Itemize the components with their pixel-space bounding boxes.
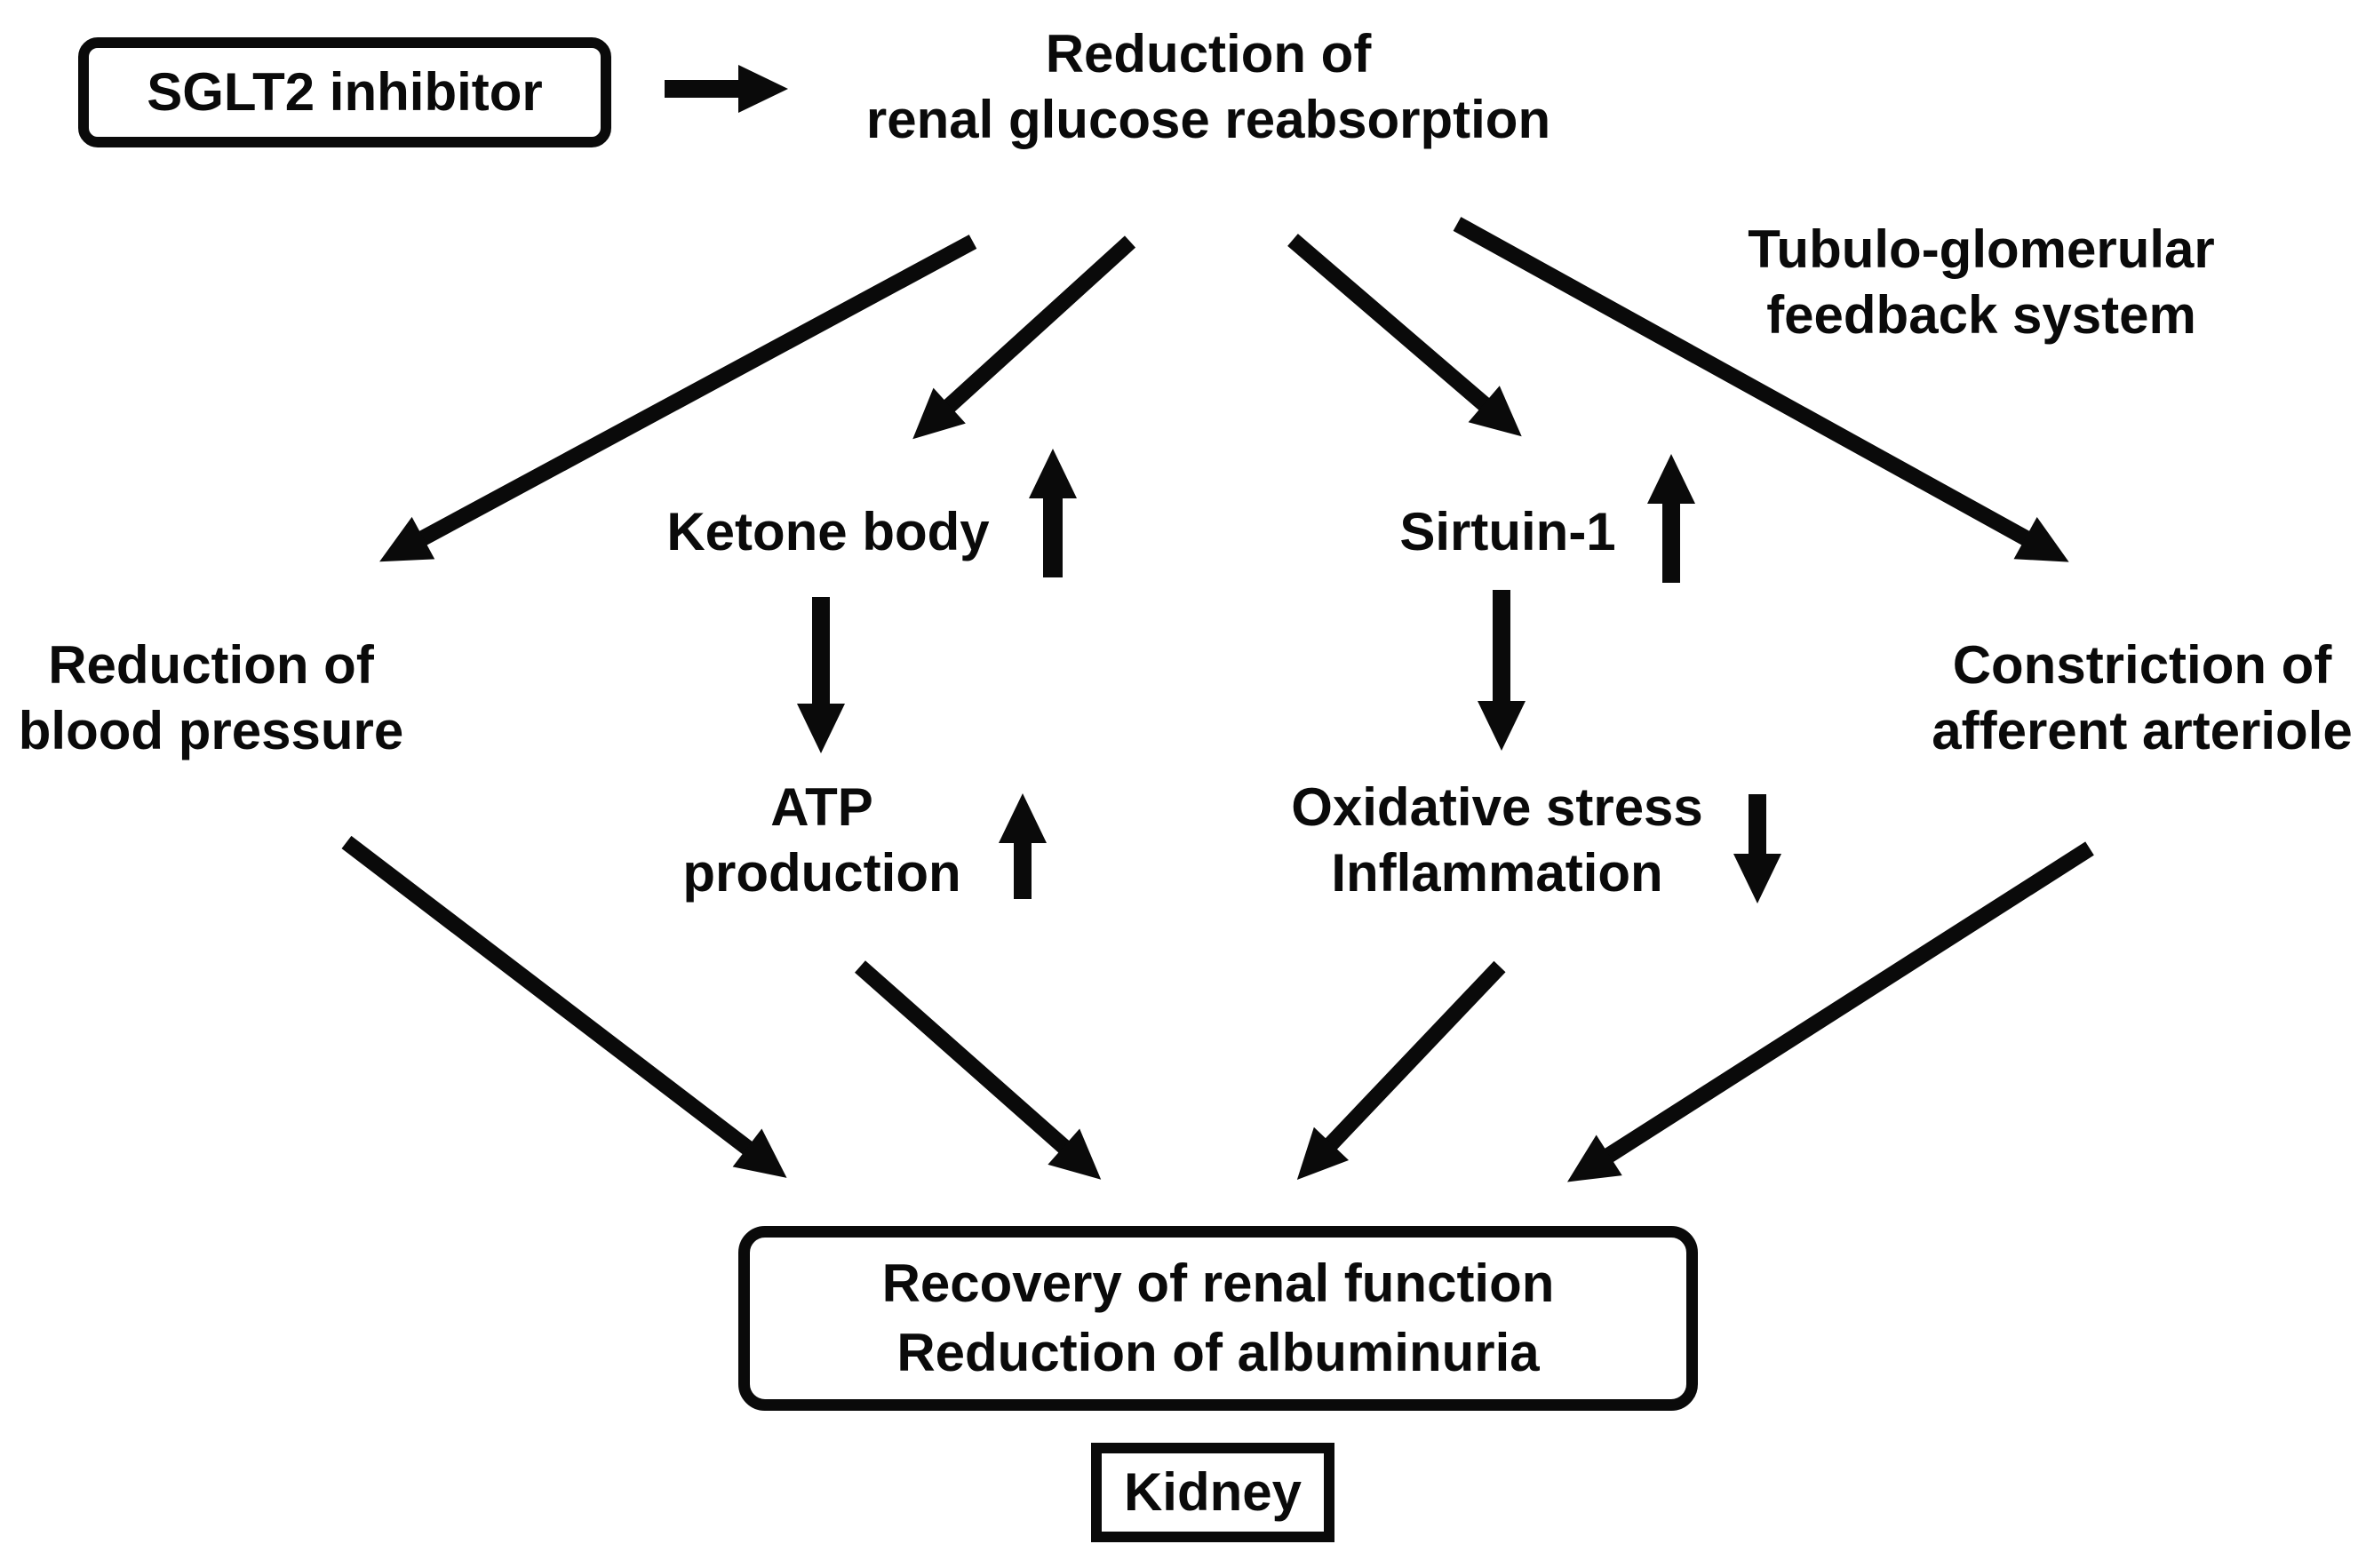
blood-pressure-to-recovery-arrow: [341, 835, 787, 1178]
glucose-to-constriction-arrow: [1453, 217, 2069, 562]
sglt2-inhibitor-box: SGLT2 inhibitor: [78, 37, 611, 147]
glucose-to-sirtuin-arrow: [1287, 234, 1522, 437]
ketone-body-label: Ketone body: [666, 502, 990, 561]
oxidative-to-recovery-arrow: [1296, 960, 1506, 1180]
recovery-renal-function-box: Recovery of renal function Reduction of …: [738, 1226, 1698, 1411]
blood-pressure-label: Reduction of blood pressure: [18, 635, 404, 760]
sglt2-inhibitor-label: SGLT2 inhibitor: [147, 62, 543, 122]
kidney-box: Kidney: [1091, 1443, 1334, 1542]
sirtuin-1-label: Sirtuin-1: [1399, 502, 1616, 561]
atp-to-recovery-arrow: [855, 960, 1102, 1180]
kidney-label: Kidney: [1123, 1462, 1303, 1522]
renal-glucose-reabsorption-label: Reduction of renal glucose reabsorption: [865, 24, 1551, 149]
recovery-renal-function-label: Recovery of renal function Reduction of …: [881, 1254, 1555, 1382]
afferent-arteriole-constriction-label: Constriction of afferent arteriole: [1932, 635, 2353, 760]
tubulo-glomerular-feedback-label: Tubulo-glomerular feedback system: [1748, 219, 2215, 345]
constriction-to-recovery-arrow: [1567, 841, 2094, 1182]
oxidative-stress-inflammation-label: Oxidative stress Inflammation: [1291, 777, 1703, 903]
glucose-to-ketone-arrow: [912, 235, 1136, 440]
glucose-to-blood-pressure-arrow: [379, 235, 977, 562]
atp-production-label: ATP production: [682, 777, 961, 903]
